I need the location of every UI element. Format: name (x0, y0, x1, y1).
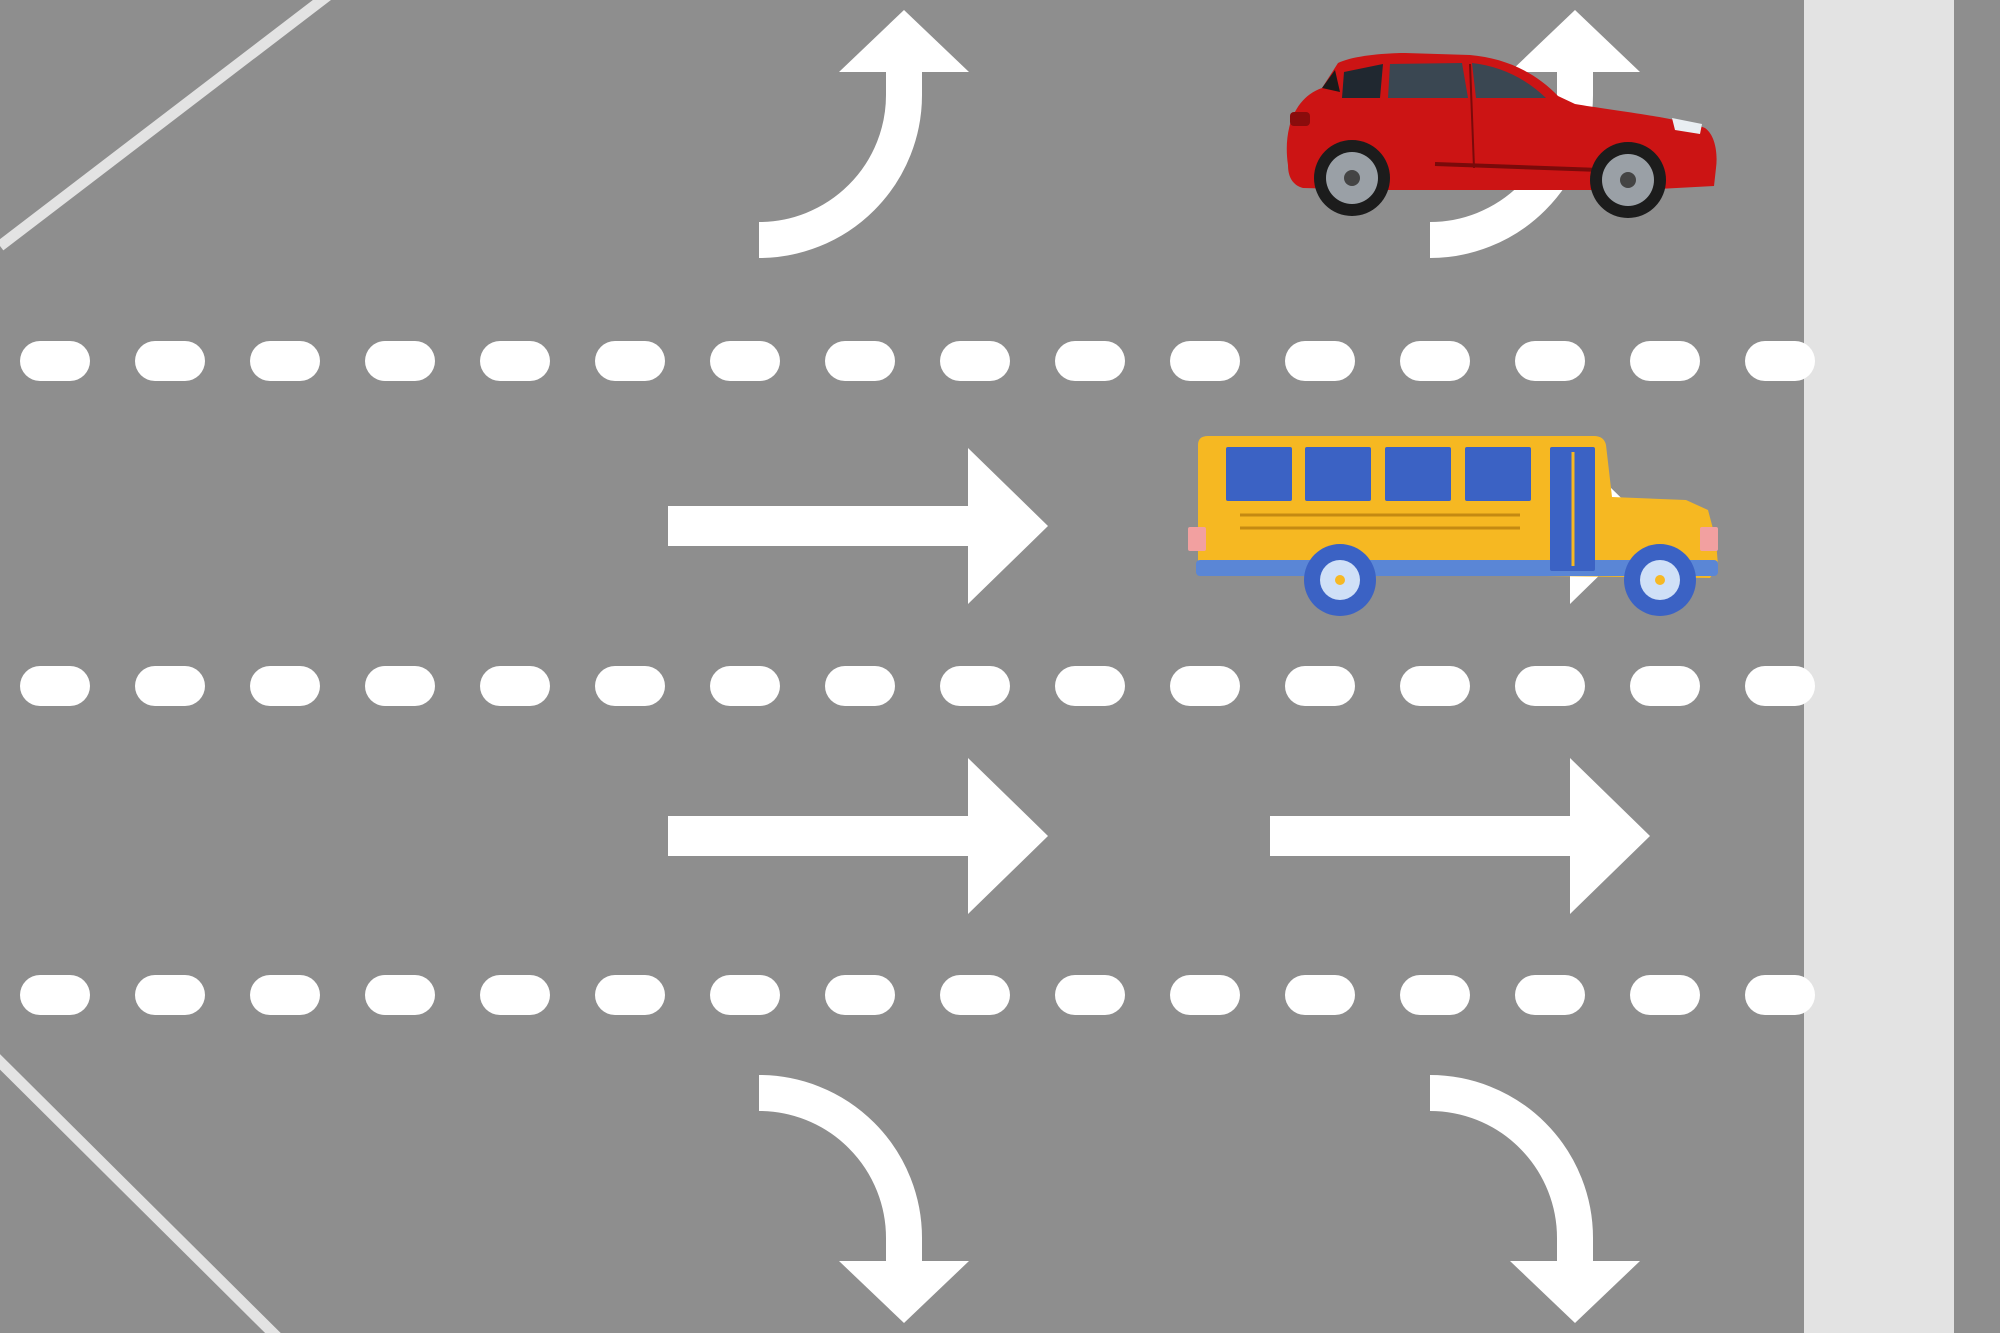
lane-divider-dash (1745, 341, 1815, 381)
lane-dividers (20, 341, 1815, 1015)
lane-divider-dash (1285, 975, 1355, 1015)
far-road-edge (1954, 0, 2000, 1333)
lane-divider-dash (250, 666, 320, 706)
lane-divider-dash (135, 975, 205, 1015)
yellow-school-bus (1188, 436, 1718, 616)
lane-divider-dash (710, 666, 780, 706)
lane-divider-dash (1400, 341, 1470, 381)
lane-divider-dash (1170, 666, 1240, 706)
lane-divider-dash (595, 975, 665, 1015)
lane-divider-dash (1630, 975, 1700, 1015)
lane-divider-dash (135, 341, 205, 381)
lane-divider-dash (595, 666, 665, 706)
lane-divider-dash (1630, 666, 1700, 706)
lane-divider-dash (480, 975, 550, 1015)
lane-divider-dash (365, 975, 435, 1015)
lane-divider-dash (710, 341, 780, 381)
lane-divider-dash (1055, 341, 1125, 381)
lane-divider-dash (825, 666, 895, 706)
diagonal-edge-line-bottom (0, 1054, 281, 1333)
lane-divider-dash (135, 666, 205, 706)
lane-divider-dash (20, 341, 90, 381)
red-hatchback-car (1286, 53, 1717, 218)
lane-divider-dash (825, 341, 895, 381)
sidewalk-strip (1804, 0, 1954, 1333)
lane-divider-dash (1285, 666, 1355, 706)
lane-divider-dash (825, 975, 895, 1015)
lane-divider-dash (1170, 341, 1240, 381)
lane-divider-dash (365, 666, 435, 706)
lane-divider-dash (940, 341, 1010, 381)
diagonal-edge-line-top (0, 0, 331, 251)
lane-divider-dash (1745, 666, 1815, 706)
lane-divider-dash (1055, 975, 1125, 1015)
lane-divider-dash (1400, 666, 1470, 706)
lane-divider-dash (940, 666, 1010, 706)
lane-divider-dash (480, 341, 550, 381)
lane-divider-dash (1745, 975, 1815, 1015)
lane-divider-dash (1630, 341, 1700, 381)
lane-divider-dash (1515, 666, 1585, 706)
lane-divider-dash (1400, 975, 1470, 1015)
lane-divider-dash (250, 341, 320, 381)
lane-divider-dash (710, 975, 780, 1015)
lane-divider-dash (940, 975, 1010, 1015)
lane-divider-dash (1170, 975, 1240, 1015)
lane-divider-dash (365, 341, 435, 381)
lane-divider-dash (480, 666, 550, 706)
lane-divider-dash (20, 975, 90, 1015)
lane-divider-dash (20, 666, 90, 706)
lane-divider-dash (595, 341, 665, 381)
lane-divider-dash (1515, 341, 1585, 381)
lane-divider-dash (1515, 975, 1585, 1015)
lane-divider-dash (250, 975, 320, 1015)
lane-divider-dash (1285, 341, 1355, 381)
lane-divider-dash (1055, 666, 1125, 706)
